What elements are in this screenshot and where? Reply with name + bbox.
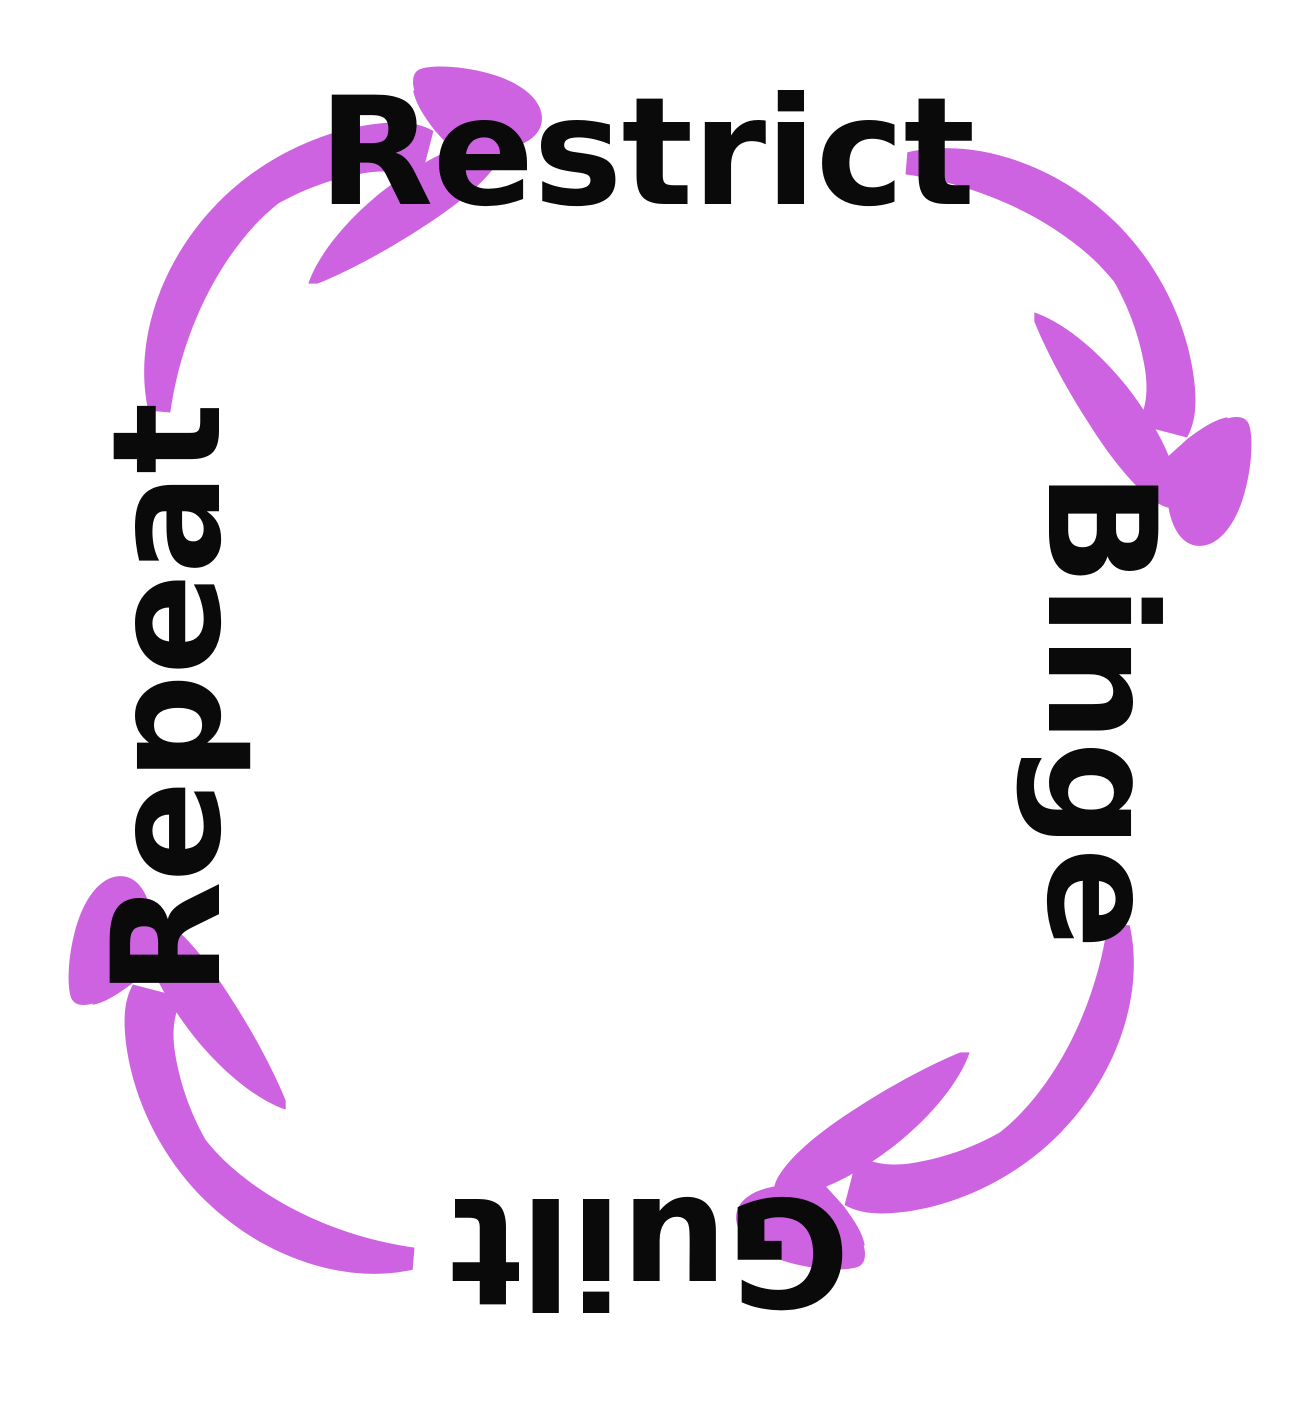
cycle-stage-label-repeat: Repeat — [81, 403, 255, 997]
cycle-stage-label-binge: Binge — [1013, 471, 1187, 949]
cycle-stage-label-guilt: Guilt — [450, 1163, 850, 1337]
cycle-stage-label-restrict: Restrict — [318, 66, 975, 240]
